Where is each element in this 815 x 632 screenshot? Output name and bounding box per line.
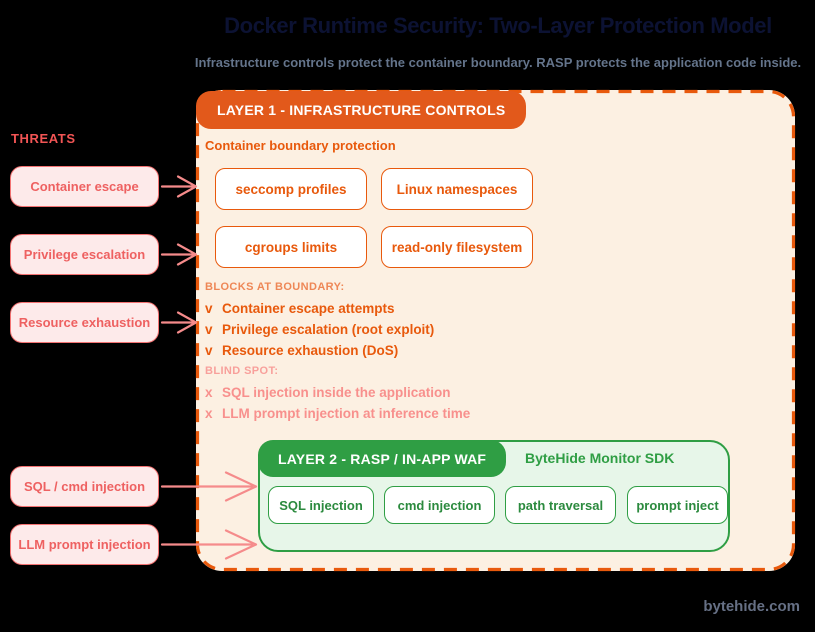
threat-label: SQL / cmd injection: [23, 479, 146, 494]
layer1-caption: Container boundary protection: [205, 138, 396, 153]
protection-label: path traversal: [517, 497, 604, 513]
protection-box-sql-injection: SQL injection: [268, 486, 374, 524]
threat-label: Resource exhaustion: [18, 315, 151, 330]
protection-label: SQL injection: [279, 497, 363, 513]
x-mark: x: [205, 385, 213, 400]
layer1-badge: LAYER 1 - INFRASTRUCTURE CONTROLS: [196, 91, 527, 129]
layer1-badge-label: LAYER 1 - INFRASTRUCTURE CONTROLS: [217, 102, 506, 118]
check-mark: v: [205, 343, 213, 358]
page-title: Docker Runtime Security: Two-Layer Prote…: [224, 13, 772, 38]
blind-spot-item: x LLM prompt injection at inference time: [205, 406, 470, 421]
threat-arrow-container-escape: [160, 175, 198, 198]
control-label: seccomp profiles: [235, 181, 347, 197]
x-mark: x: [205, 406, 213, 421]
threat-arrow-privilege-escalation: [160, 243, 198, 266]
threat-label: Privilege escalation: [23, 247, 146, 262]
blocked-item-label: Privilege escalation (root exploit): [222, 322, 435, 337]
control-box-seccomp-profiles: seccomp profiles: [215, 168, 367, 210]
site-url: bytehide.com: [703, 598, 800, 615]
layer2-badge-label: LAYER 2 - RASP / IN-APP WAF: [278, 450, 487, 467]
threats-heading: THREATS: [11, 131, 76, 146]
control-box-readonly-filesystem: read-only filesystem: [381, 226, 533, 268]
blocked-item: v Privilege escalation (root exploit): [205, 322, 434, 337]
threat-box-sql-cmd-injection: SQL / cmd injection: [10, 466, 159, 507]
threat-arrow-resource-exhaustion: [160, 311, 198, 334]
control-box-linux-namespaces: Linux namespaces: [381, 168, 533, 210]
control-label: read-only filesystem: [391, 239, 523, 255]
blind-spot-item-label: SQL injection inside the application: [222, 385, 451, 400]
control-box-cgroups-limits: cgroups limits: [215, 226, 367, 268]
blocked-item-label: Container escape attempts: [222, 301, 395, 316]
blocks-heading: BLOCKS AT BOUNDARY:: [205, 281, 345, 293]
check-mark: v: [205, 322, 213, 337]
threat-label: Container escape: [30, 179, 139, 194]
threat-box-resource-exhaustion: Resource exhaustion: [10, 302, 159, 343]
protection-box-cmd-injection: cmd injection: [384, 486, 495, 524]
blind-spot-item-label: LLM prompt injection at inference time: [222, 406, 471, 421]
control-label: cgroups limits: [244, 239, 338, 255]
threat-box-container-escape: Container escape: [10, 166, 159, 207]
sdk-label: ByteHide Monitor SDK: [525, 450, 675, 466]
blind-spot-heading: BLIND SPOT:: [205, 365, 279, 377]
control-label: Linux namespaces: [396, 181, 518, 197]
protection-label: cmd injection: [397, 497, 482, 513]
page-subtitle: Infrastructure controls protect the cont…: [194, 55, 802, 70]
blocked-item: v Container escape attempts: [205, 301, 395, 316]
protection-box-prompt-inject: prompt inject: [627, 486, 728, 524]
threat-box-llm-prompt-injection: LLM prompt injection: [10, 524, 159, 565]
blind-spot-item: x SQL injection inside the application: [205, 385, 451, 400]
protection-box-path-traversal: path traversal: [505, 486, 616, 524]
blocked-item-label: Resource exhaustion (DoS): [222, 343, 399, 358]
blocked-item: v Resource exhaustion (DoS): [205, 343, 398, 358]
threat-box-privilege-escalation: Privilege escalation: [10, 234, 159, 275]
protection-label: prompt inject: [636, 497, 719, 513]
check-mark: v: [205, 301, 213, 316]
threat-label: LLM prompt injection: [18, 537, 151, 552]
layer2-badge: LAYER 2 - RASP / IN-APP WAF: [258, 440, 507, 477]
